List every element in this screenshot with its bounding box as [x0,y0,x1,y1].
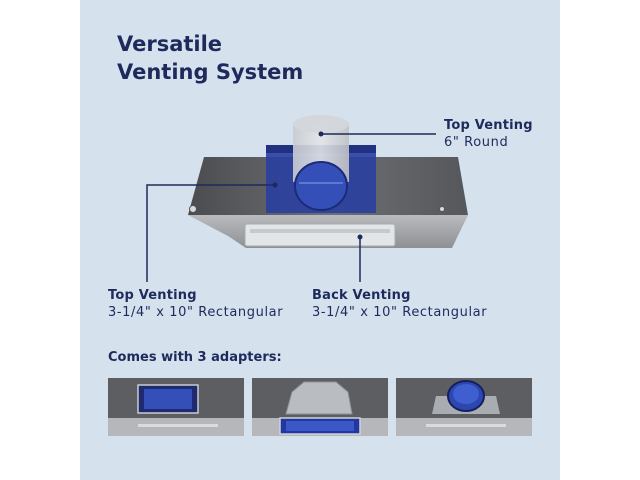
screw-icon [439,206,445,212]
adapter-thumb-round-top [396,378,532,436]
callout-back-rect-detail: 3-1/4" x 10" Rectangular [312,305,488,320]
screw-icon [189,205,197,213]
adapters-heading: Comes with 3 adapters: [108,350,282,365]
light-strip [244,223,396,247]
product-panel: Versatile Venting System [80,0,560,480]
title-line-2: Venting System [117,60,304,84]
page-title: Versatile Venting System [117,30,303,86]
callout-back-rect-title: Back Venting [312,288,411,303]
callout-top-rect: Top Venting 3-1/4" x 10" Rectangular [108,287,283,321]
range-hood-illustration [146,115,468,282]
callout-top-round: Top Venting 6" Round [444,117,533,151]
adapter-thumb-rect-top [108,378,244,436]
callout-top-round-detail: 6" Round [444,135,509,150]
callout-top-rect-detail: 3-1/4" x 10" Rectangular [108,305,284,320]
callout-line-top-rect [146,184,275,282]
callout-top-rect-title: Top Venting [108,288,197,303]
adapter-thumb-rect-back [252,378,388,436]
callout-top-round-title: Top Venting [444,118,533,133]
callout-back-rect: Back Venting 3-1/4" x 10" Rectangular [312,287,487,321]
round-top-adapter [294,161,348,211]
title-line-1: Versatile [117,32,223,56]
